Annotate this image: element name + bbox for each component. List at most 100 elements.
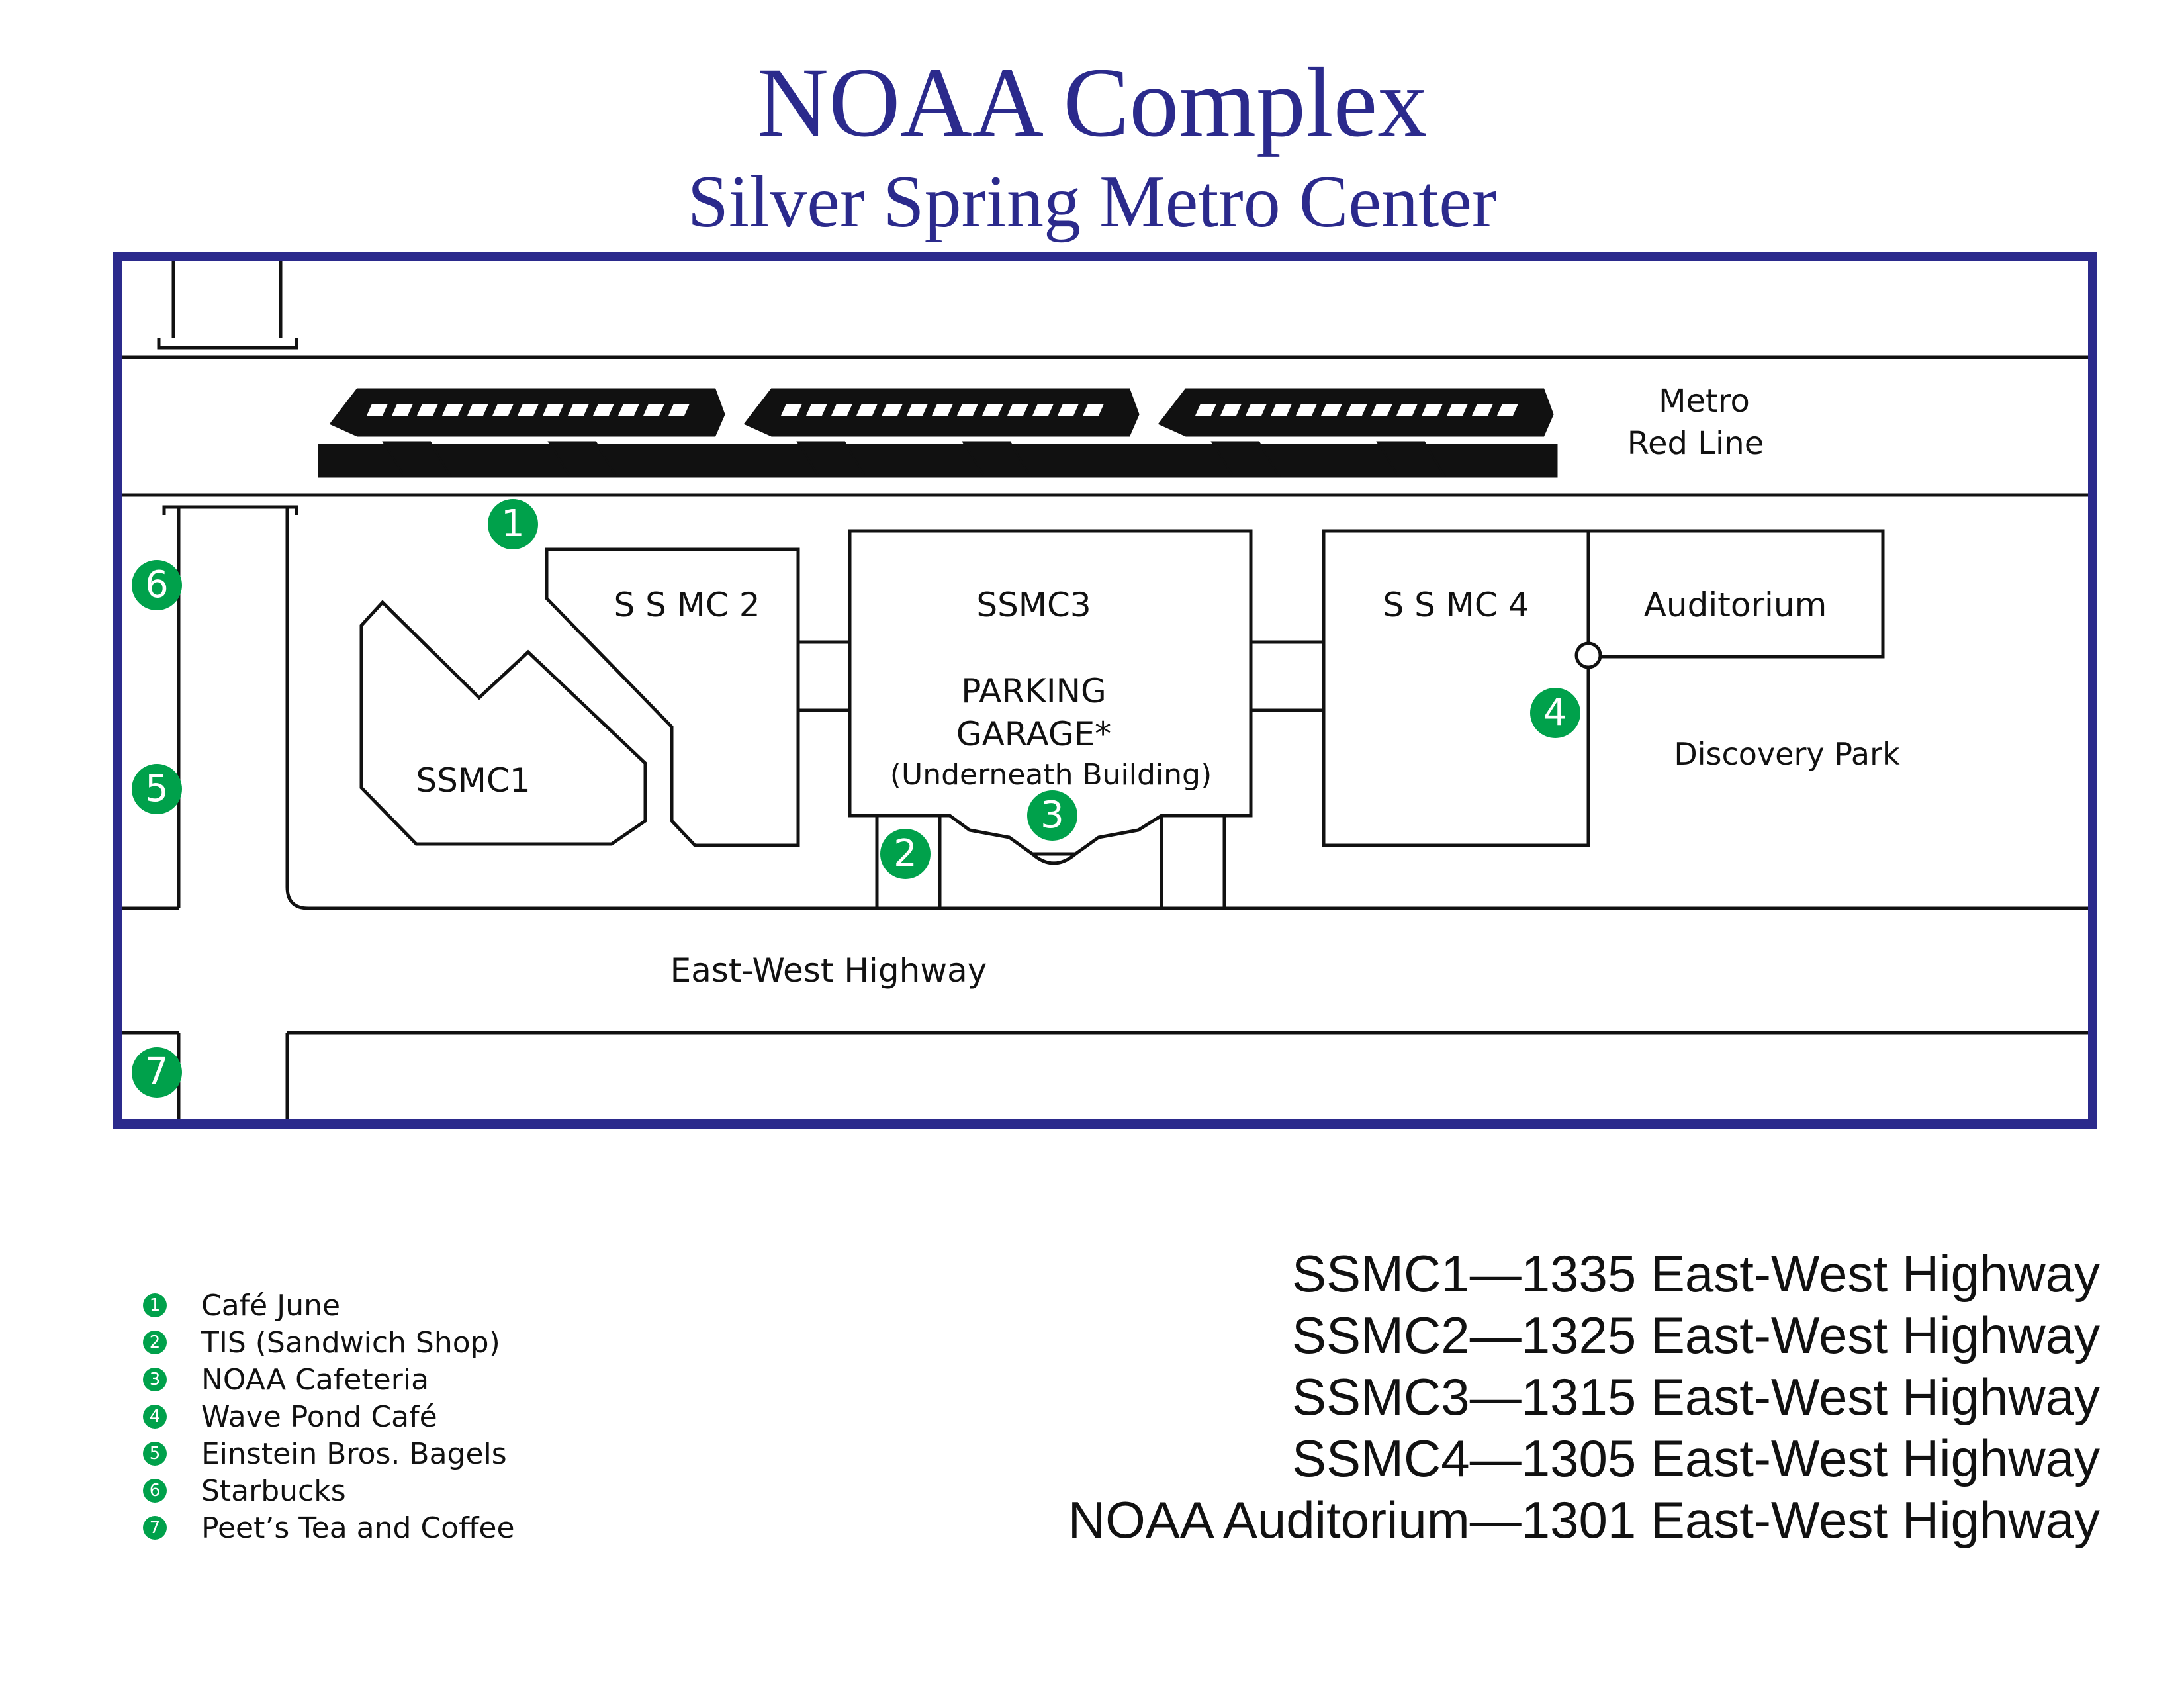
driveway	[875, 816, 942, 908]
ssmc1-label: SSMC1	[416, 761, 531, 800]
auditorium-label: Auditorium	[1643, 586, 1827, 624]
building-ssmc1	[359, 600, 647, 846]
train-window	[1371, 404, 1392, 416]
building-auditorium	[1586, 529, 1885, 659]
train-window	[1058, 404, 1079, 416]
legend: 1 Café June 2 TIS (Sandwich Shop) 3 NOAA…	[143, 1287, 515, 1546]
marker-3[interactable]: 3	[1027, 790, 1077, 841]
ssmc2-label: S S MC 2	[614, 586, 760, 624]
metro-red-line	[318, 388, 1558, 478]
legend-number: 2	[143, 1331, 167, 1354]
train-window	[492, 404, 514, 416]
address-auditorium: NOAA Auditorium—1301 East-West Highway	[1068, 1491, 2100, 1549]
marker-2[interactable]: 2	[880, 829, 931, 879]
legend-item: 7 Peet’s Tea and Coffee	[143, 1509, 515, 1546]
metro-label: Metro	[1659, 383, 1750, 420]
legend-label: Peet’s Tea and Coffee	[201, 1511, 515, 1545]
train-window	[831, 404, 852, 416]
legend-label: TIS (Sandwich Shop)	[201, 1325, 500, 1360]
train-window	[442, 404, 463, 416]
train-window	[1083, 404, 1104, 416]
map-subtitle: Silver Spring Metro Center	[687, 161, 1497, 243]
address-ssmc2: SSMC2—1325 East-West Highway	[1291, 1306, 2100, 1364]
train-window	[1346, 404, 1367, 416]
address-ssmc4: SSMC4—1305 East-West Highway	[1291, 1429, 2100, 1487]
map-border	[113, 252, 2097, 1129]
train-window	[781, 404, 802, 416]
train-window	[1396, 404, 1418, 416]
parking-label: PARKING	[961, 672, 1107, 710]
highway-label: East-West Highway	[670, 951, 987, 990]
train-windows	[367, 404, 1518, 416]
train-window	[593, 404, 614, 416]
train-window	[1271, 404, 1292, 416]
train-window	[643, 404, 664, 416]
driveway	[1160, 816, 1226, 908]
train-window	[467, 404, 488, 416]
train-window	[1447, 404, 1468, 416]
train-window	[1195, 404, 1216, 416]
legend-label: NOAA Cafeteria	[201, 1362, 430, 1397]
train-window	[806, 404, 827, 416]
metro-track	[318, 444, 1558, 478]
train-window	[1472, 404, 1493, 416]
train-window	[1246, 404, 1267, 416]
train-window	[543, 404, 564, 416]
train-window	[417, 404, 438, 416]
ssmc3-label: SSMC3	[976, 586, 1091, 624]
legend-number: 6	[143, 1479, 167, 1503]
legend-item: 4 Wave Pond Café	[143, 1398, 515, 1435]
train-window	[1321, 404, 1342, 416]
marker-5[interactable]: 5	[132, 764, 182, 814]
map-title: NOAA Complex	[756, 48, 1428, 158]
train-window	[618, 404, 639, 416]
legend-number: 7	[143, 1516, 167, 1540]
legend-item: 2 TIS (Sandwich Shop)	[143, 1324, 515, 1361]
train-window	[1007, 404, 1028, 416]
auditorium-entrance	[1574, 641, 1602, 669]
train-window	[1296, 404, 1317, 416]
train-window	[668, 404, 690, 416]
legend-number: 5	[143, 1442, 167, 1466]
train-window	[907, 404, 928, 416]
train-window	[1422, 404, 1443, 416]
legend-item: 6 Starbucks	[143, 1472, 515, 1509]
train-window	[957, 404, 978, 416]
skybridge	[1251, 640, 1324, 712]
train-window	[1497, 404, 1518, 416]
marker-7[interactable]: 7	[132, 1047, 182, 1098]
legend-item: 3 NOAA Cafeteria	[143, 1361, 515, 1398]
legend-item: 5 Einstein Bros. Bagels	[143, 1435, 515, 1472]
address-ssmc1: SSMC1—1335 East-West Highway	[1291, 1244, 2100, 1303]
underneath-label: (Underneath Building)	[889, 758, 1212, 792]
address-list: SSMC1—1335 East-West Highway SSMC2—1325 …	[1068, 1243, 2100, 1551]
discovery-park-label: Discovery Park	[1674, 736, 1900, 772]
connector-bottom	[162, 505, 298, 515]
connector-top	[157, 261, 298, 350]
garage-entrance	[1031, 853, 1077, 865]
building-ssmc4	[1322, 529, 1590, 847]
train-window	[856, 404, 878, 416]
train-window	[367, 404, 388, 416]
street-edge	[285, 507, 2088, 910]
skybridge	[798, 640, 850, 712]
marker-4[interactable]: 4	[1530, 688, 1580, 738]
legend-label: Wave Pond Café	[201, 1399, 437, 1434]
address-ssmc3: SSMC3—1315 East-West Highway	[1291, 1368, 2100, 1426]
train-window	[982, 404, 1003, 416]
garage-label: GARAGE*	[956, 715, 1112, 753]
legend-number: 1	[143, 1293, 167, 1317]
train-window	[932, 404, 953, 416]
train-window	[392, 404, 413, 416]
train-window	[518, 404, 539, 416]
marker-1[interactable]: 1	[488, 499, 538, 549]
building-ssmc2	[545, 547, 800, 847]
ssmc4-label: S S MC 4	[1383, 586, 1529, 624]
train-window	[568, 404, 589, 416]
legend-number: 3	[143, 1368, 167, 1391]
legend-label: Starbucks	[201, 1474, 346, 1508]
legend-label: Café June	[201, 1288, 341, 1323]
train-window	[1220, 404, 1242, 416]
marker-6[interactable]: 6	[132, 560, 182, 610]
